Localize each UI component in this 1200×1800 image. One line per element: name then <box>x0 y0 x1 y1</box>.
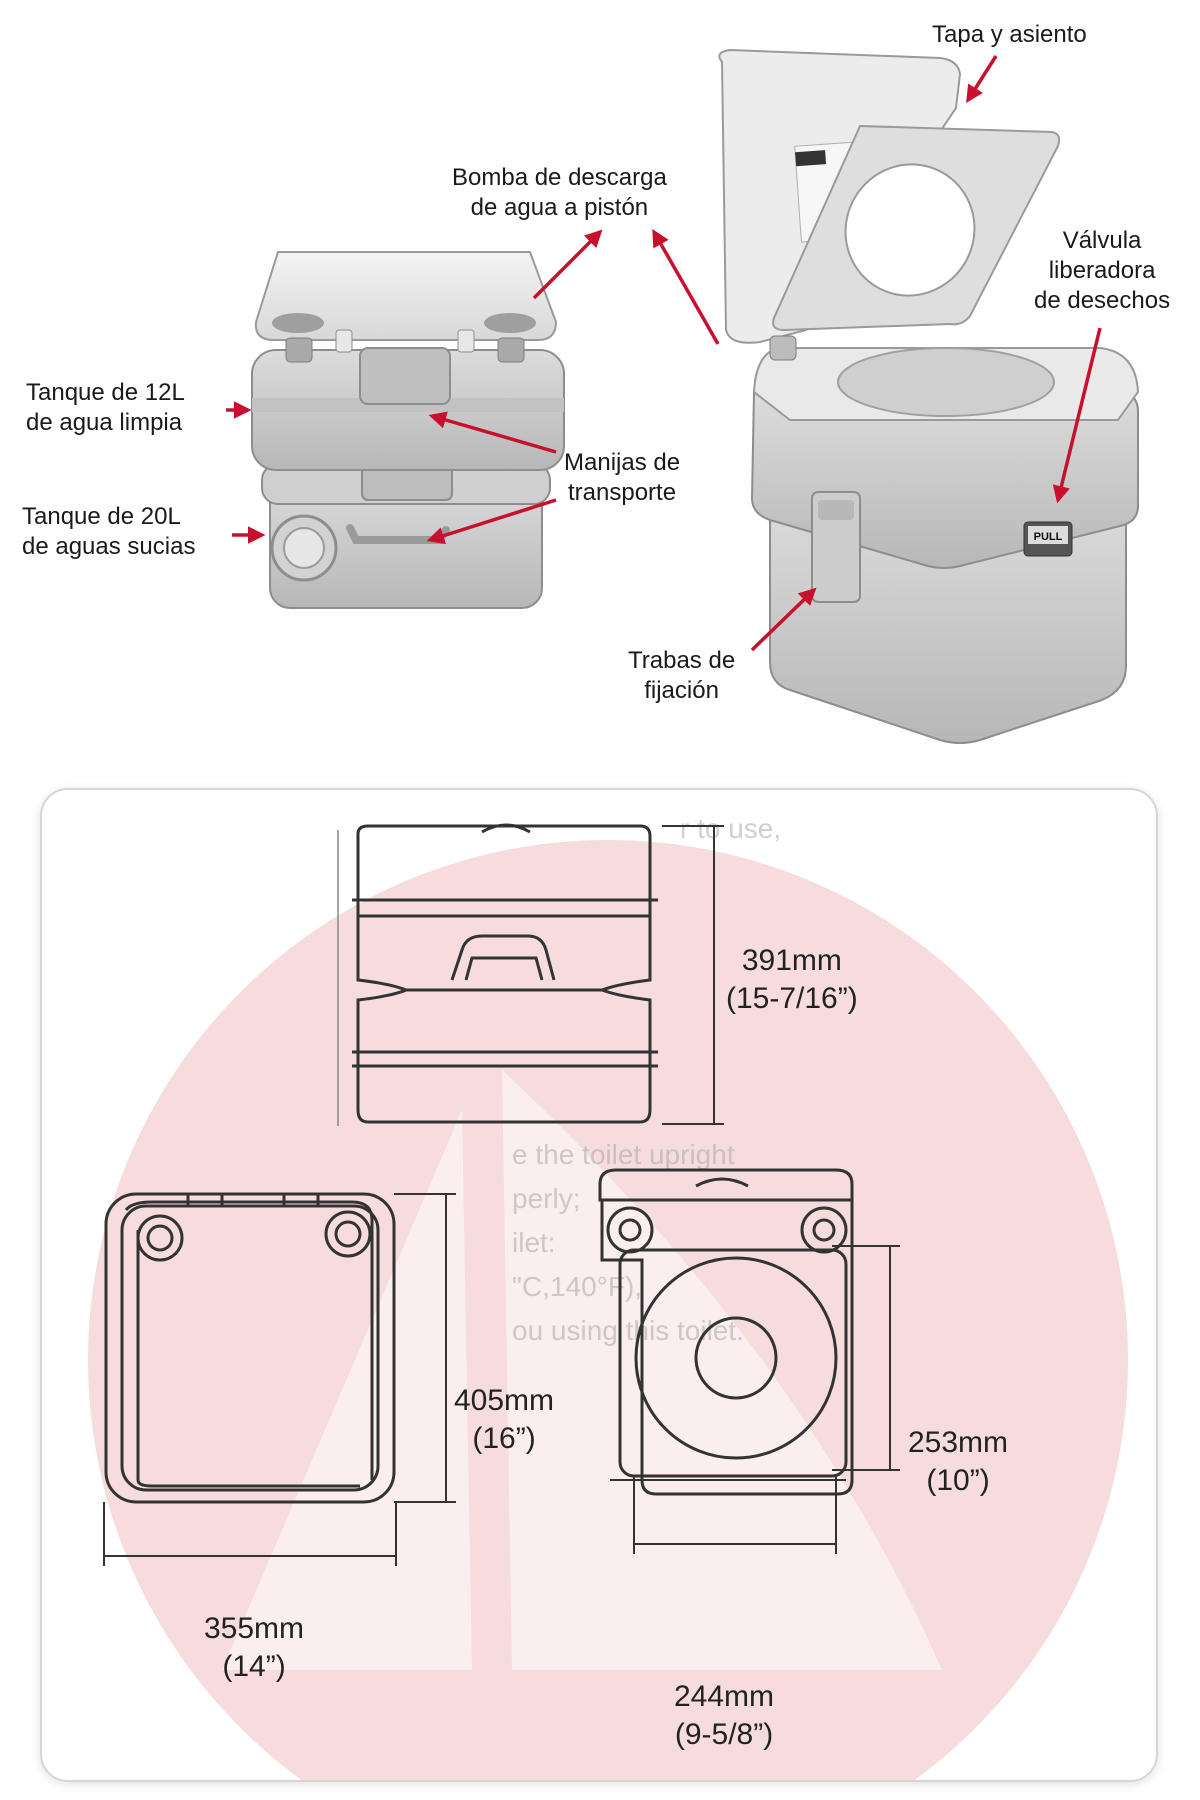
arrow-bomba-left <box>532 229 603 300</box>
svg-text:"C,140°F),: "C,140°F), <box>512 1271 642 1302</box>
label-valvula: Válvula liberadora de desechos <box>1034 227 1171 314</box>
label-tapa: Tapa y asiento <box>932 21 1087 48</box>
dim-height: 391mm (15-7/16”) <box>726 944 858 1015</box>
pull-text: PULL <box>1034 531 1063 543</box>
label-tanque20: Tanque de 20L de aguas sucias <box>22 503 196 560</box>
height-dimension-line <box>662 825 724 1125</box>
arrow-manijas-top <box>428 411 557 454</box>
arrow-bomba-right <box>652 228 720 345</box>
arrow-manijas-bottom <box>426 498 557 545</box>
dim-width: 355mm (14”) <box>204 1612 305 1683</box>
front-view-drawing <box>337 823 658 1126</box>
arrow-valvula <box>1052 327 1102 504</box>
label-tanque12: Tanque de 12L de agua limpia <box>26 379 185 436</box>
depth-dimension-lines <box>103 1193 456 1566</box>
label-trabas: Trabas de fijación <box>628 647 736 704</box>
svg-text:e the toilet upright: e the toilet upright <box>512 1139 735 1170</box>
label-manijas: Manijas de transporte <box>564 449 681 506</box>
dimension-panel: r to use, e the toilet upright perly; il… <box>40 788 1158 1782</box>
dim-seat-width: 244mm (9-5/8”) <box>674 1680 775 1751</box>
open-toilet-photo: PULL <box>718 48 1140 744</box>
top-view-drawing <box>104 1192 396 1504</box>
dim-depth: 405mm (16”) <box>454 1384 555 1455</box>
callout-arrows <box>226 55 1102 652</box>
closed-toilet-photo <box>251 251 565 609</box>
svg-text:ilet:: ilet: <box>512 1227 556 1258</box>
seat-dimension-lines <box>633 1245 900 1554</box>
arrow-trabas <box>750 587 817 652</box>
label-bomba: Bomba de descarga de agua a pistón <box>452 164 667 221</box>
technical-drawings: r to use, e the toilet upright perly; il… <box>88 813 1128 1780</box>
seat-view-drawing <box>598 1168 854 1496</box>
arrow-tapa <box>966 55 998 103</box>
svg-text:perly;: perly; <box>512 1183 580 1214</box>
dim-seat-depth: 253mm (10”) <box>908 1426 1009 1497</box>
svg-text:ou using this toilet.: ou using this toilet. <box>512 1315 744 1346</box>
product-illustrations: PULL <box>226 48 1140 744</box>
svg-text:r to use,: r to use, <box>680 813 781 844</box>
closed-lid <box>254 251 558 341</box>
